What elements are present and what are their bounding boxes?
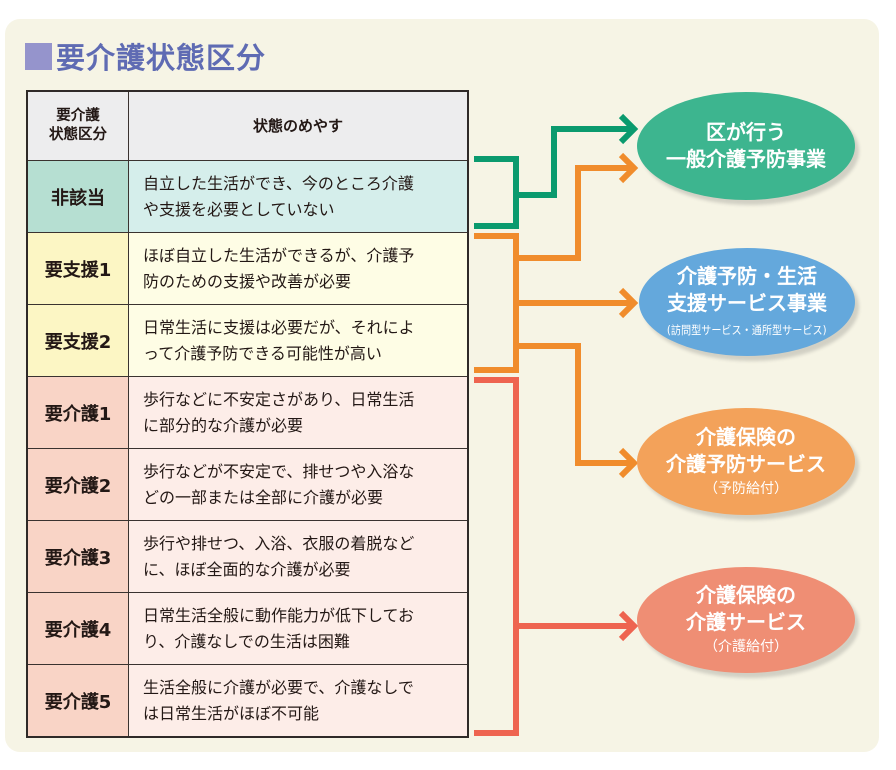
table-row: 要支援2 日常生活に支援は必要だが、それによ って介護予防できる可能性が高い <box>28 304 467 376</box>
connector-red <box>474 377 639 736</box>
table-row: 要介護1 歩行などに不安定さがあり、日常生活 に部分的な介護が必要 <box>28 376 467 448</box>
description-cell: 生活全般に介護が必要で、介護なしで は日常生活がほぼ不可能 <box>129 665 467 736</box>
branch-line <box>516 126 633 198</box>
table-header-row: 要介護 状態区分 状態のめやす <box>28 92 467 160</box>
service-note: （予防給付） <box>704 480 788 497</box>
description-line: 生活全般に介護が必要で、介護なしで <box>143 677 414 697</box>
description-cell: 歩行などが不安定で、排せつや入浴な どの一部または全部に介護が必要 <box>129 449 467 520</box>
description-line: って介護予防できる可能性が高い <box>143 343 382 363</box>
connector-orange <box>474 152 639 479</box>
title-text: 要介護状態区分 <box>56 41 267 75</box>
service-title-line: 介護予防・生活 <box>677 264 817 288</box>
table-row: 要介護4 日常生活全般に動作能力が低下してお り、介護なしでの生活は困難 <box>28 592 467 664</box>
arrowhead-icon <box>618 113 639 145</box>
header-description: 状態のめやす <box>129 92 467 160</box>
table-row: 要支援1 ほぼ自立した生活ができるが、介護予 防のための支援や改善が必要 <box>28 232 467 304</box>
branch-line <box>516 343 633 466</box>
service-title-line: 介護予防サービス <box>666 451 826 476</box>
service-title-line: 一般介護予防事業 <box>666 147 826 171</box>
header-level: 要介護 状態区分 <box>28 92 129 160</box>
service-title-line: 介護サービス <box>686 610 806 634</box>
table-row: 要介護3 歩行や排せつ、入浴、衣服の着脱など に、ほぼ全面的な介護が必要 <box>28 520 467 592</box>
description-line: 日常生活に支援は必要だが、それによ <box>143 317 415 337</box>
table-row: 要介護5 生活全般に介護が必要で、介護なしで は日常生活がほぼ不可能 <box>28 664 467 736</box>
branch-line <box>516 165 633 261</box>
arrowhead-icon <box>618 447 639 479</box>
description-line: に、ほぼ全面的な介護が必要 <box>143 559 351 579</box>
section-title: 要介護状態区分 <box>25 36 266 76</box>
service-note: （介護給付） <box>704 639 788 655</box>
description-line: や支援を必要としていない <box>143 199 335 219</box>
description-line: り、介護なしでの生活は困難 <box>143 631 350 651</box>
level-cell: 要介護2 <box>28 449 129 520</box>
bracket-line <box>474 156 519 229</box>
service-note: (訪問型サービス・通所型サービス) <box>667 323 827 337</box>
service-preventive-benefit: 介護保険の 介護予防サービス （予防給付） <box>637 408 855 515</box>
level-cell: 要介護4 <box>28 593 129 664</box>
header-level-line: 状態区分 <box>49 127 107 143</box>
service-title-line: 介護保険の <box>696 583 796 607</box>
description-cell: 日常生活に支援は必要だが、それによ って介護予防できる可能性が高い <box>129 305 467 376</box>
connector-green <box>474 113 639 229</box>
description-line: 防のための支援や改善が必要 <box>143 271 352 291</box>
level-cell: 要支援2 <box>28 305 129 376</box>
arrowhead-icon <box>618 152 639 184</box>
level-cell: 要介護1 <box>28 377 129 448</box>
header-description-text: 状態のめやす <box>252 117 343 135</box>
service-title-line: 区が行う <box>706 120 786 144</box>
description-line: 歩行や排せつ、入浴、衣服の着脱など <box>143 533 415 553</box>
service-care-benefit: 介護保険の 介護サービス （介護給付） <box>637 567 855 673</box>
table-row: 非該当 自立した生活ができ、今のところ介護 や支援を必要としていない <box>28 160 467 232</box>
description-cell: 歩行などに不安定さがあり、日常生活 に部分的な介護が必要 <box>129 377 467 448</box>
level-cell: 要介護3 <box>28 521 129 592</box>
description-line: ほぼ自立した生活ができるが、介護予 <box>143 245 415 265</box>
description-line: どの一部または全部に介護が必要 <box>143 487 384 507</box>
description-cell: 歩行や排せつ、入浴、衣服の着脱など に、ほぼ全面的な介護が必要 <box>129 521 467 592</box>
description-cell: ほぼ自立した生活ができるが、介護予 防のための支援や改善が必要 <box>129 233 467 304</box>
level-cell: 非該当 <box>28 161 129 232</box>
description-line: 歩行などに不安定さがあり、日常生活 <box>143 389 415 409</box>
table-row: 要介護2 歩行などが不安定で、排せつや入浴な どの一部または全部に介護が必要 <box>28 448 467 520</box>
description-line: 歩行などが不安定で、排せつや入浴な <box>143 461 415 481</box>
care-level-table: 要介護 状態区分 状態のめやす 非該当 自立した生活ができ、今のところ介護 や支… <box>26 90 469 738</box>
bracket-line <box>474 377 519 736</box>
description-cell: 日常生活全般に動作能力が低下してお り、介護なしでの生活は困難 <box>129 593 467 664</box>
service-title-line: 介護保険の <box>696 424 796 449</box>
description-line: は日常生活がほぼ不可能 <box>143 703 320 723</box>
level-cell: 要支援1 <box>28 233 129 304</box>
arrowhead-icon <box>618 287 639 319</box>
service-title-line: 支援サービス事業 <box>667 291 827 315</box>
header-level-line: 要介護 <box>56 108 100 124</box>
description-cell: 自立した生活ができ、今のところ介護 や支援を必要としていない <box>129 161 467 232</box>
description-line: 日常生活全般に動作能力が低下してお <box>143 605 415 625</box>
description-line: に部分的な介護が必要 <box>143 415 304 435</box>
bracket-line <box>474 233 519 373</box>
level-cell: 要介護5 <box>28 665 129 736</box>
square-bullet-icon <box>25 42 52 70</box>
service-life-support: 介護予防・生活 支援サービス事業 (訪問型サービス・通所型サービス) <box>639 248 855 356</box>
description-line: 自立した生活ができ、今のところ介護 <box>143 173 414 193</box>
arrowhead-icon <box>618 610 639 642</box>
service-general-prevention: 区が行う 一般介護予防事業 <box>637 92 855 200</box>
